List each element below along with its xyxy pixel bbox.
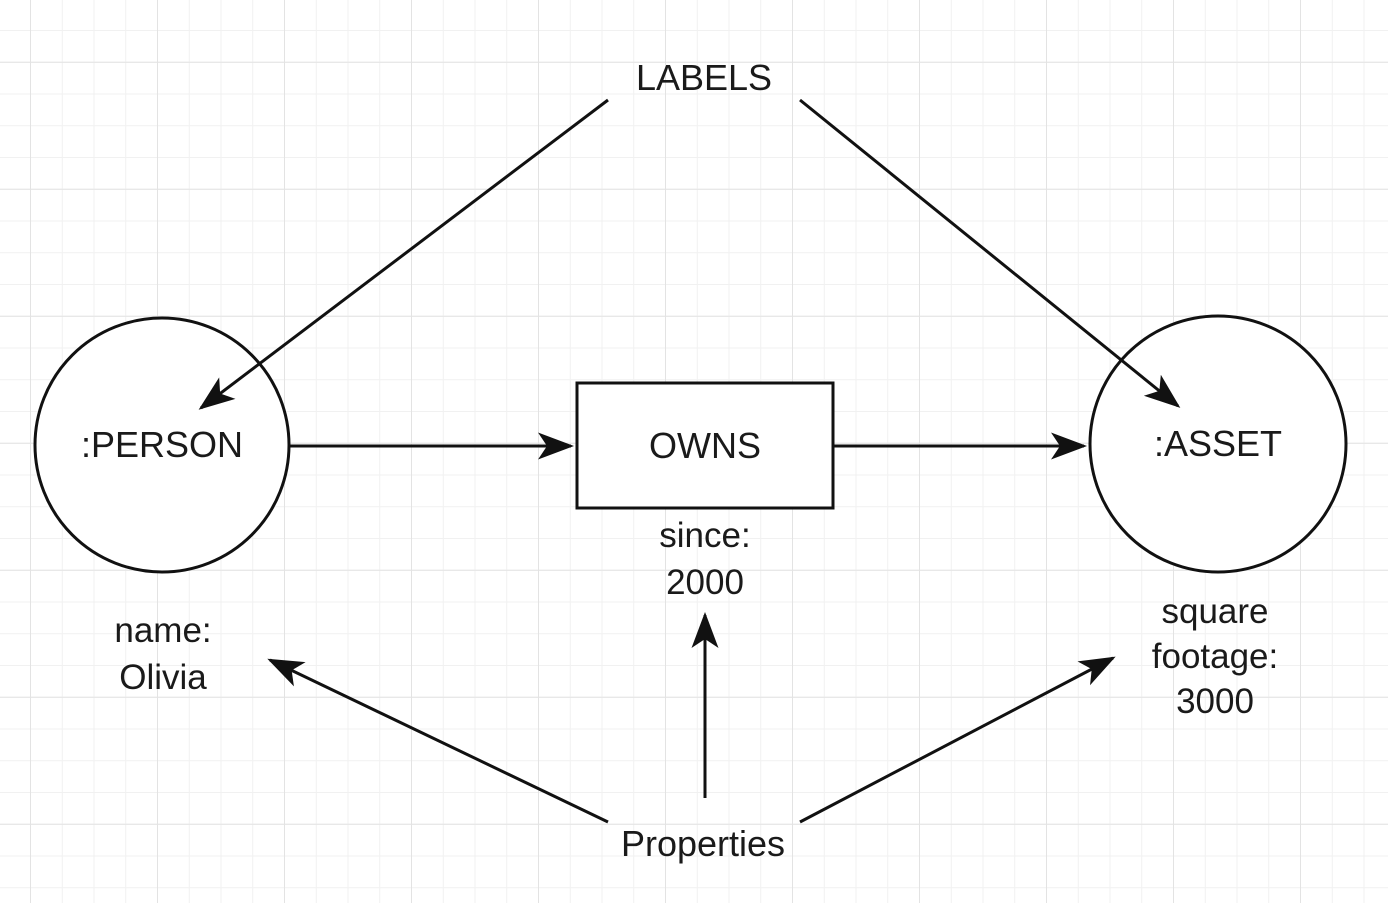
owns-properties-text: since: 2000 bbox=[555, 512, 855, 606]
properties-annotation: Properties bbox=[620, 823, 786, 864]
text-line: 3000 bbox=[1176, 682, 1254, 721]
person-node-label: :PERSON bbox=[80, 424, 244, 465]
arrow-labels-to-person bbox=[198, 98, 609, 410]
text-line: name: bbox=[114, 611, 212, 650]
text-line: footage: bbox=[1151, 637, 1279, 676]
owns-relationship-label: OWNS bbox=[649, 424, 761, 466]
person-properties-text: name: Olivia bbox=[13, 607, 313, 701]
text-line: since: bbox=[659, 516, 751, 555]
text-line: square bbox=[1161, 592, 1269, 631]
asset-node-label: :ASSET bbox=[1153, 423, 1283, 464]
arrow-labels-to-asset bbox=[799, 98, 1181, 408]
labels-annotation: LABELS bbox=[635, 57, 773, 98]
owns-relationship-box bbox=[575, 381, 835, 510]
arrow-properties-to-footage bbox=[799, 656, 1116, 824]
text-line: 2000 bbox=[666, 563, 744, 602]
arrow-properties-to-name bbox=[267, 658, 609, 824]
text-line: Olivia bbox=[119, 658, 207, 697]
asset-properties-text: square footage: 3000 bbox=[1065, 589, 1365, 724]
